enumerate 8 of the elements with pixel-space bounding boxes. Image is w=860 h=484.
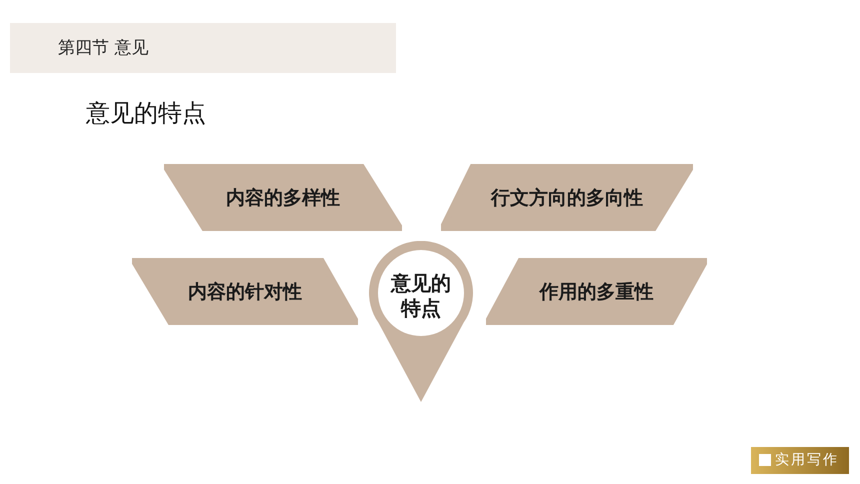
- parallelogram-box: 内容的多样性: [164, 164, 402, 231]
- section-heading: 意见的特点: [86, 98, 206, 129]
- header-band: 第四节 意见: [10, 23, 396, 73]
- corner-badge: 实用写作: [751, 447, 849, 474]
- parallelogram-box: 内容的针对性: [132, 258, 358, 325]
- parallelogram-box: 行文方向的多向性: [441, 164, 693, 231]
- location-pin: 意见的特点: [368, 241, 474, 403]
- parallelogram-box: 作用的多重性: [486, 258, 707, 325]
